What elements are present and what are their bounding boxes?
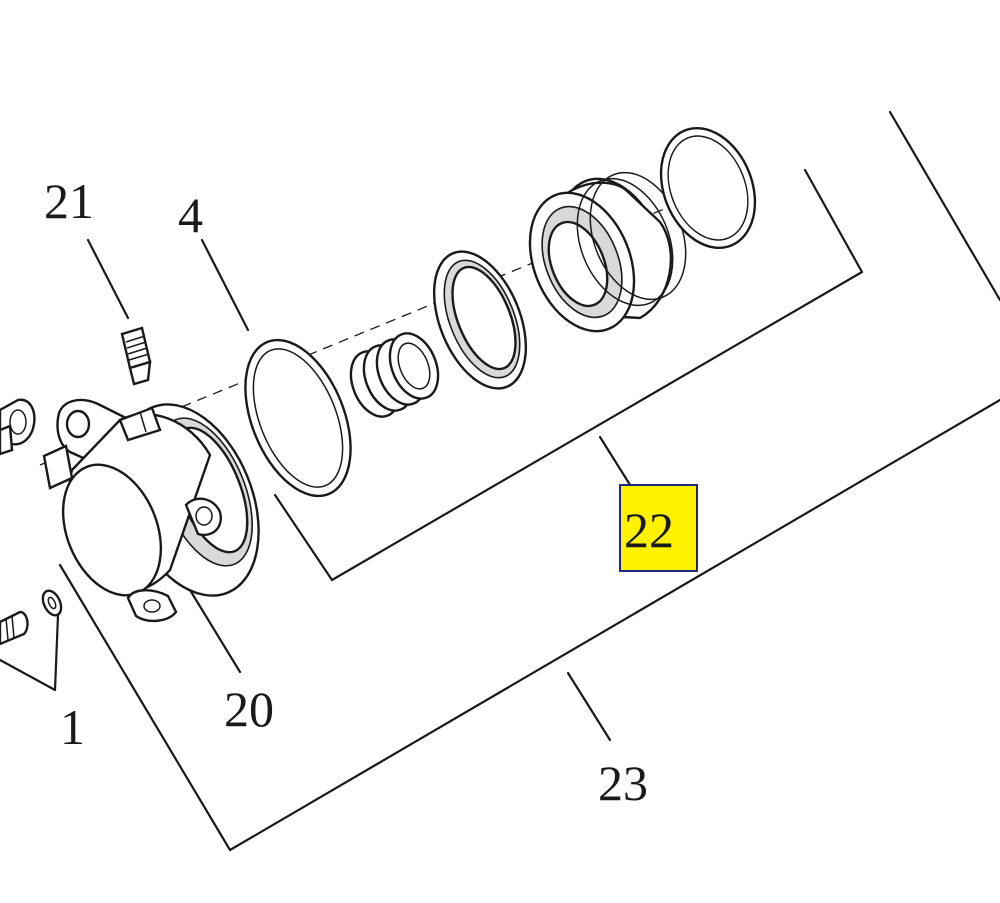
leader-21 <box>86 238 130 320</box>
callout-22: 22 <box>624 502 674 558</box>
part-1-screw <box>0 610 29 646</box>
callout-1: 1 <box>60 699 85 755</box>
bracket-23-top-rail <box>888 110 1000 302</box>
callout-23: 23 <box>598 755 648 811</box>
callout-22-highlight <box>619 484 698 572</box>
oring-right <box>659 126 757 250</box>
side-fitting <box>0 398 36 456</box>
callout-21: 21 <box>44 173 94 229</box>
callout-4: 4 <box>178 187 203 243</box>
part-1-washer <box>41 589 63 617</box>
leader-23 <box>566 671 612 742</box>
piston <box>528 171 687 333</box>
leader-20 <box>188 588 242 674</box>
leader-1 <box>0 613 60 692</box>
spring <box>349 332 440 418</box>
part-4-oring <box>244 338 352 498</box>
bracket-22 <box>273 168 864 582</box>
leader-4 <box>200 238 250 332</box>
bracket-23 <box>58 398 1000 852</box>
cup-seal <box>432 250 528 390</box>
leader-22 <box>598 435 634 490</box>
part-20-housing <box>42 398 260 623</box>
part-21-bleeder <box>120 326 152 386</box>
callout-20: 20 <box>224 681 274 737</box>
